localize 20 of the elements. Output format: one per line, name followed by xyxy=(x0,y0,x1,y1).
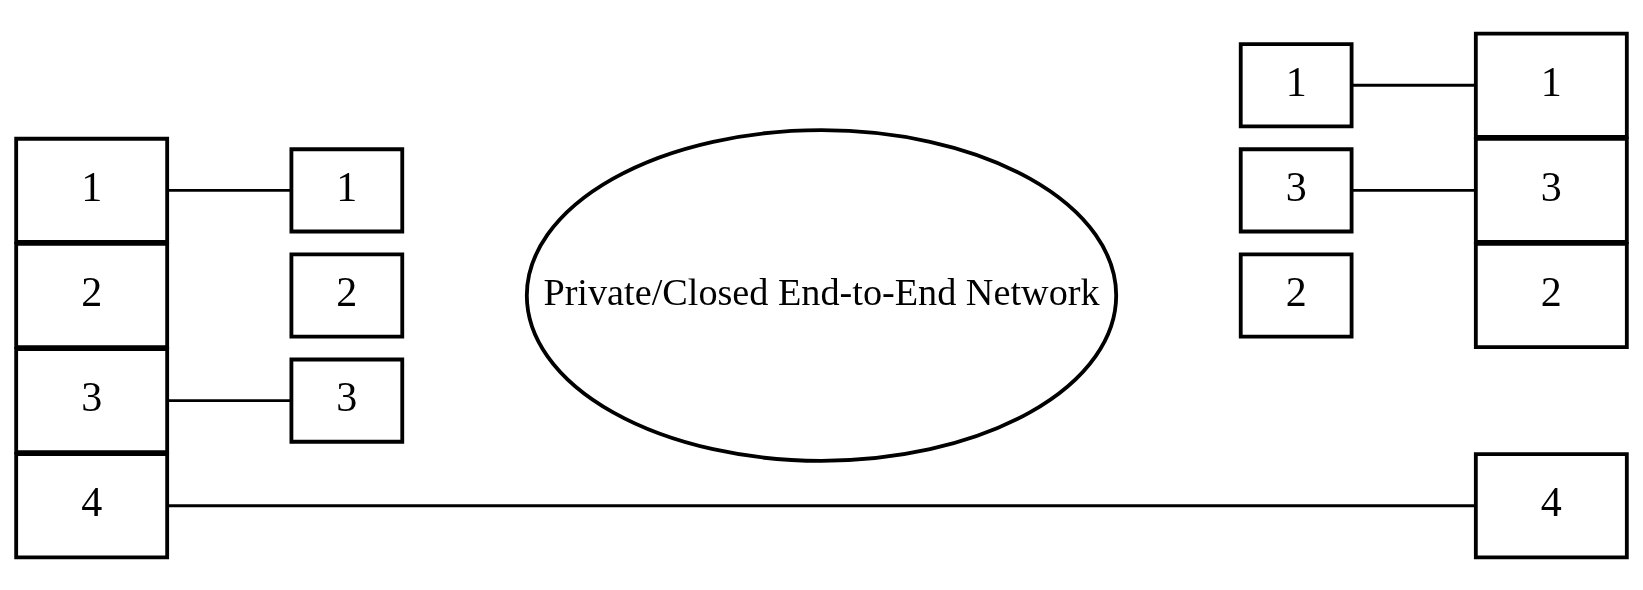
node-box: 1 xyxy=(1473,31,1629,139)
node-box: 2 xyxy=(289,252,405,338)
connector xyxy=(167,398,292,402)
node-box: 4 xyxy=(14,451,170,559)
connector xyxy=(167,503,1476,507)
node-box: 2 xyxy=(1473,241,1629,349)
connector xyxy=(1352,83,1476,87)
node-box: 2 xyxy=(1238,252,1354,338)
connector xyxy=(1352,188,1476,192)
node-box: 2 xyxy=(14,241,170,349)
node-box: 1 xyxy=(1238,41,1354,128)
node-box: 3 xyxy=(14,346,170,454)
connector xyxy=(167,188,292,192)
node-box: 3 xyxy=(289,357,405,444)
node-box: 1 xyxy=(289,146,405,233)
node-ellipse: Private/Closed End-to-End Network xyxy=(524,127,1119,463)
node-box: 4 xyxy=(1473,451,1629,559)
node-box: 3 xyxy=(1473,136,1629,244)
node-box: 3 xyxy=(1238,146,1354,233)
node-box: 1 xyxy=(14,136,170,244)
